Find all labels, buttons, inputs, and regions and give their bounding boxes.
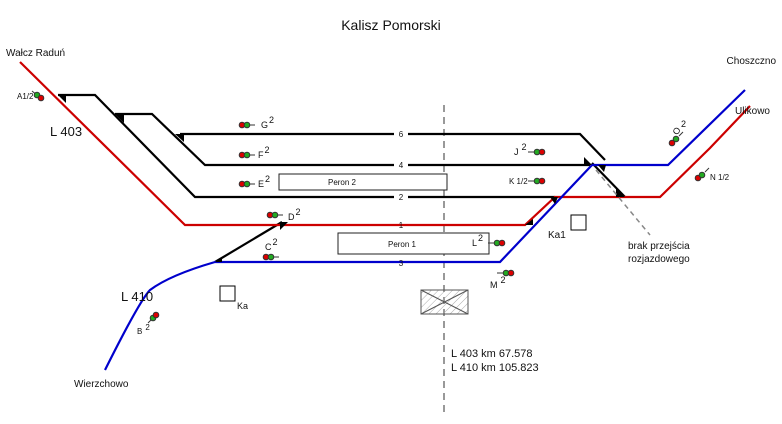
signal-d-icon <box>266 211 283 219</box>
signal-f-label: F2 <box>258 145 270 160</box>
signal-m-icon <box>497 269 515 277</box>
line-label-410: L 410 <box>121 289 153 304</box>
signal-heads <box>31 90 710 324</box>
track-number-4: 4 <box>399 161 404 170</box>
signal-d-label: D2 <box>288 207 301 222</box>
signal-e-label: E2 <box>258 174 270 189</box>
destination-ulikowo: Ulikowo <box>735 106 770 117</box>
destination-wierzchowo: Wierzchowo <box>74 379 129 390</box>
page-title: Kalisz Pomorski <box>341 17 441 33</box>
post-ka-label: Ka <box>237 301 248 311</box>
signal-n-label: N 1/2 <box>710 173 730 182</box>
signal-o-sup: 2 <box>681 119 686 129</box>
track-4 <box>115 112 590 167</box>
km-line-403: L 403 km 67.578 <box>451 348 533 360</box>
track-crossover-left <box>214 221 283 263</box>
destination-walcz: Wałcz Raduń <box>6 48 65 59</box>
signal-k-label: K 1/2 <box>509 177 528 186</box>
track-crossover-right <box>591 162 626 198</box>
track-number-3: 3 <box>399 259 404 268</box>
signal-l-label: L2 <box>472 233 483 248</box>
signal-k-icon <box>528 177 546 185</box>
signal-g-icon <box>238 121 255 129</box>
platform-2 <box>278 173 448 191</box>
note-line-1: brak przejścia <box>628 241 690 252</box>
signal-c-icon <box>262 253 279 261</box>
signal-a-label: A1/2 <box>17 92 34 101</box>
line-label-403: L 403 <box>50 124 82 139</box>
post-ka1-label: Ka1 <box>548 230 566 241</box>
track-6 <box>180 132 606 161</box>
platform-2-label: Peron 2 <box>328 178 357 187</box>
signal-j-icon <box>528 148 546 156</box>
track-number-2: 2 <box>399 193 404 202</box>
signal-f-icon <box>238 151 255 159</box>
line-410 <box>104 89 746 371</box>
signal-e-icon <box>238 180 255 188</box>
destination-choszczno: Choszczno <box>727 56 777 67</box>
note-leader <box>595 169 651 236</box>
station-building <box>420 289 469 315</box>
post-ka1 <box>570 214 587 231</box>
signal-l-icon <box>488 239 506 247</box>
platform-1-label: Peron 1 <box>388 240 417 249</box>
note-line-2: rozjazdowego <box>628 254 690 265</box>
signal-o-label: O <box>671 125 683 136</box>
track-2 <box>58 93 555 199</box>
post-ka <box>219 285 236 302</box>
line-403 <box>19 61 751 227</box>
km-line-410: L 410 km 105.823 <box>451 362 539 374</box>
switch-markers <box>58 95 625 262</box>
track-number-1: 1 <box>399 221 404 230</box>
track-number-6: 6 <box>399 130 404 139</box>
signal-n-icon <box>694 167 710 182</box>
signal-a-icon <box>31 90 45 102</box>
signal-o-icon <box>668 131 684 147</box>
signal-c-label: C2 <box>265 237 278 252</box>
signal-b-icon <box>147 311 160 324</box>
signal-g-label: G2 <box>261 115 274 130</box>
